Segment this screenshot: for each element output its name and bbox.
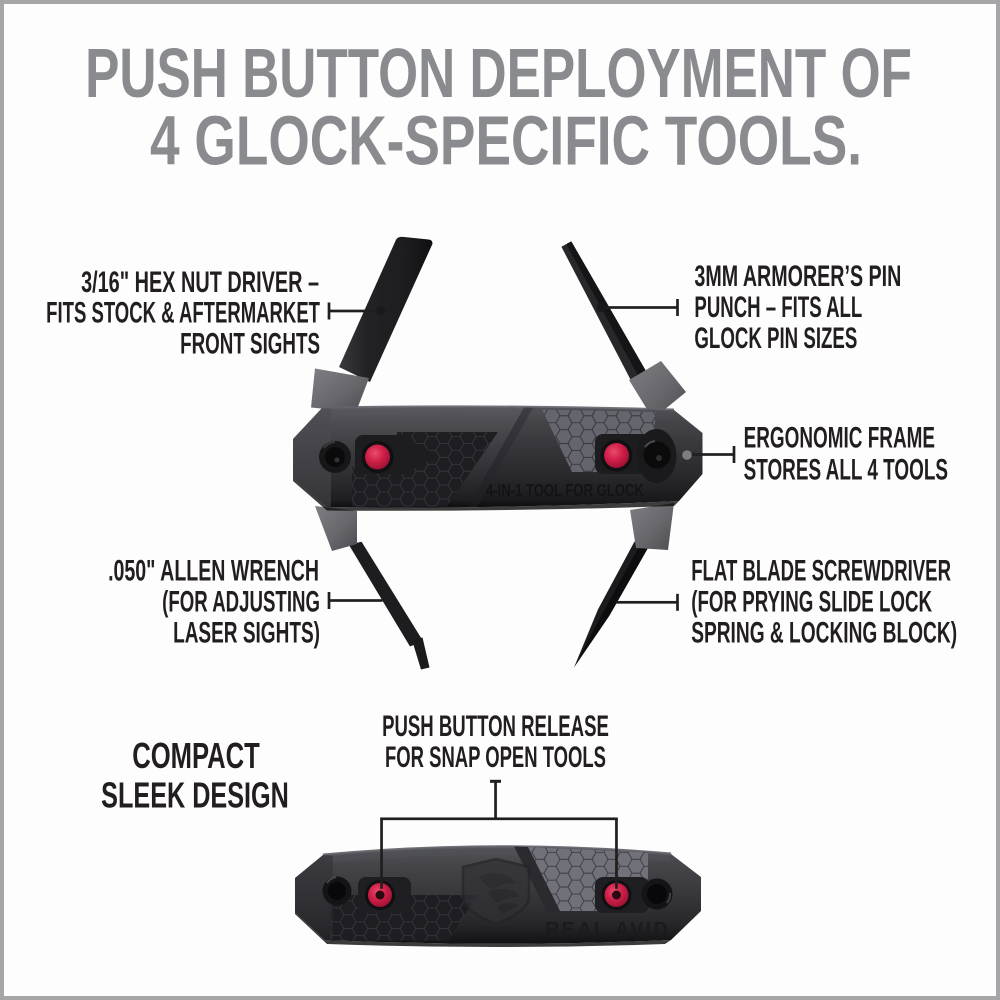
svg-text:FOR SNAP OPEN TOOLS: FOR SNAP OPEN TOOLS: [385, 741, 606, 775]
svg-text:FLAT BLADE SCREWDRIVER: FLAT BLADE SCREWDRIVER: [691, 554, 951, 588]
svg-text:LASER SIGHTS): LASER SIGHTS): [173, 616, 320, 649]
svg-text:PUSH BUTTON RELEASE: PUSH BUTTON RELEASE: [382, 710, 609, 744]
svg-text:FITS STOCK & AFTERMARKET: FITS STOCK & AFTERMARKET: [46, 296, 320, 330]
svg-text:4-IN-1 TOOL FOR GLOCK: 4-IN-1 TOOL FOR GLOCK: [486, 481, 644, 500]
svg-text:SLEEK DESIGN: SLEEK DESIGN: [101, 775, 289, 816]
svg-text:STORES ALL 4 TOOLS: STORES ALL 4 TOOLS: [744, 453, 948, 486]
svg-text:PUNCH – FITS ALL: PUNCH – FITS ALL: [694, 291, 862, 325]
svg-text:PUSH BUTTON DEPLOYMENT OF: PUSH BUTTON DEPLOYMENT OF: [85, 34, 912, 113]
svg-text:(FOR PRYING SLIDE LOCK: (FOR PRYING SLIDE LOCK: [691, 585, 932, 619]
svg-text:ERGONOMIC FRAME: ERGONOMIC FRAME: [744, 421, 935, 454]
svg-text:GLOCK PIN SIZES: GLOCK PIN SIZES: [694, 322, 857, 356]
svg-text:4 GLOCK-SPECIFIC TOOLS.: 4 GLOCK-SPECIFIC TOOLS.: [150, 103, 862, 181]
svg-text:SPRING & LOCKING BLOCK): SPRING & LOCKING BLOCK): [691, 616, 957, 649]
svg-text:FRONT SIGHTS: FRONT SIGHTS: [180, 327, 320, 361]
svg-text:REAL AVID: REAL AVID: [545, 919, 670, 941]
svg-text:COMPACT: COMPACT: [132, 734, 260, 776]
svg-text:3/16" HEX NUT DRIVER –: 3/16" HEX NUT DRIVER –: [81, 266, 319, 299]
svg-text:3MM ARMORER’S PIN: 3MM ARMORER’S PIN: [694, 260, 901, 293]
svg-text:(FOR ADJUSTING: (FOR ADJUSTING: [162, 585, 320, 619]
svg-text:.050" ALLEN WRENCH: .050" ALLEN WRENCH: [108, 554, 319, 587]
